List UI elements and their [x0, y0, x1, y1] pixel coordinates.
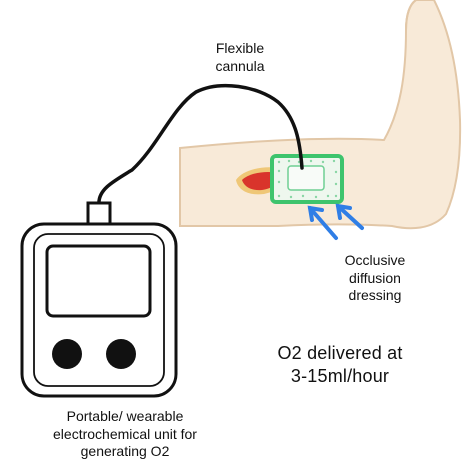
device-label-line: electrochemical unit for: [53, 425, 197, 442]
device-label-line: generating O2: [80, 443, 170, 459]
dressing-label: Occlusive diffusion dressing: [320, 252, 430, 305]
delivery-rate-line: O2 delivered at: [277, 343, 403, 363]
delivery-rate-line: 3-15ml/hour: [290, 365, 390, 386]
device-screen: [45, 244, 152, 318]
cannula-label: Flexible cannula: [190, 40, 290, 75]
device-button-left: [52, 339, 82, 369]
occlusive-dressing: [270, 154, 344, 204]
cannula-label-line: Flexible: [215, 40, 265, 56]
dressing-dots: [277, 159, 338, 199]
delivery-rate-label: O2 delivered at 3-15ml/hour: [250, 342, 430, 387]
device-connector: [86, 201, 112, 226]
oxygen-generator-device: [20, 201, 178, 398]
device-body-inner: [33, 233, 165, 387]
arrow-icon: [335, 203, 364, 230]
dressing-label-line: diffusion: [349, 269, 401, 286]
foot-outline: [405, 0, 434, 31]
device-label-line: Portable/ wearable: [66, 408, 184, 424]
arrow-icon: [307, 205, 338, 240]
dressing-label-line: Occlusive: [344, 252, 406, 268]
flexible-cannula-tube: [97, 83, 304, 206]
device-button-right: [106, 339, 136, 369]
dressing-pad: [287, 165, 325, 191]
cannula-label-line: cannula: [215, 57, 265, 74]
device-label: Portable/ wearable electrochemical unit …: [20, 408, 230, 461]
pointing-arrow-icons: [307, 203, 364, 240]
dressing-label-line: dressing: [348, 287, 402, 303]
